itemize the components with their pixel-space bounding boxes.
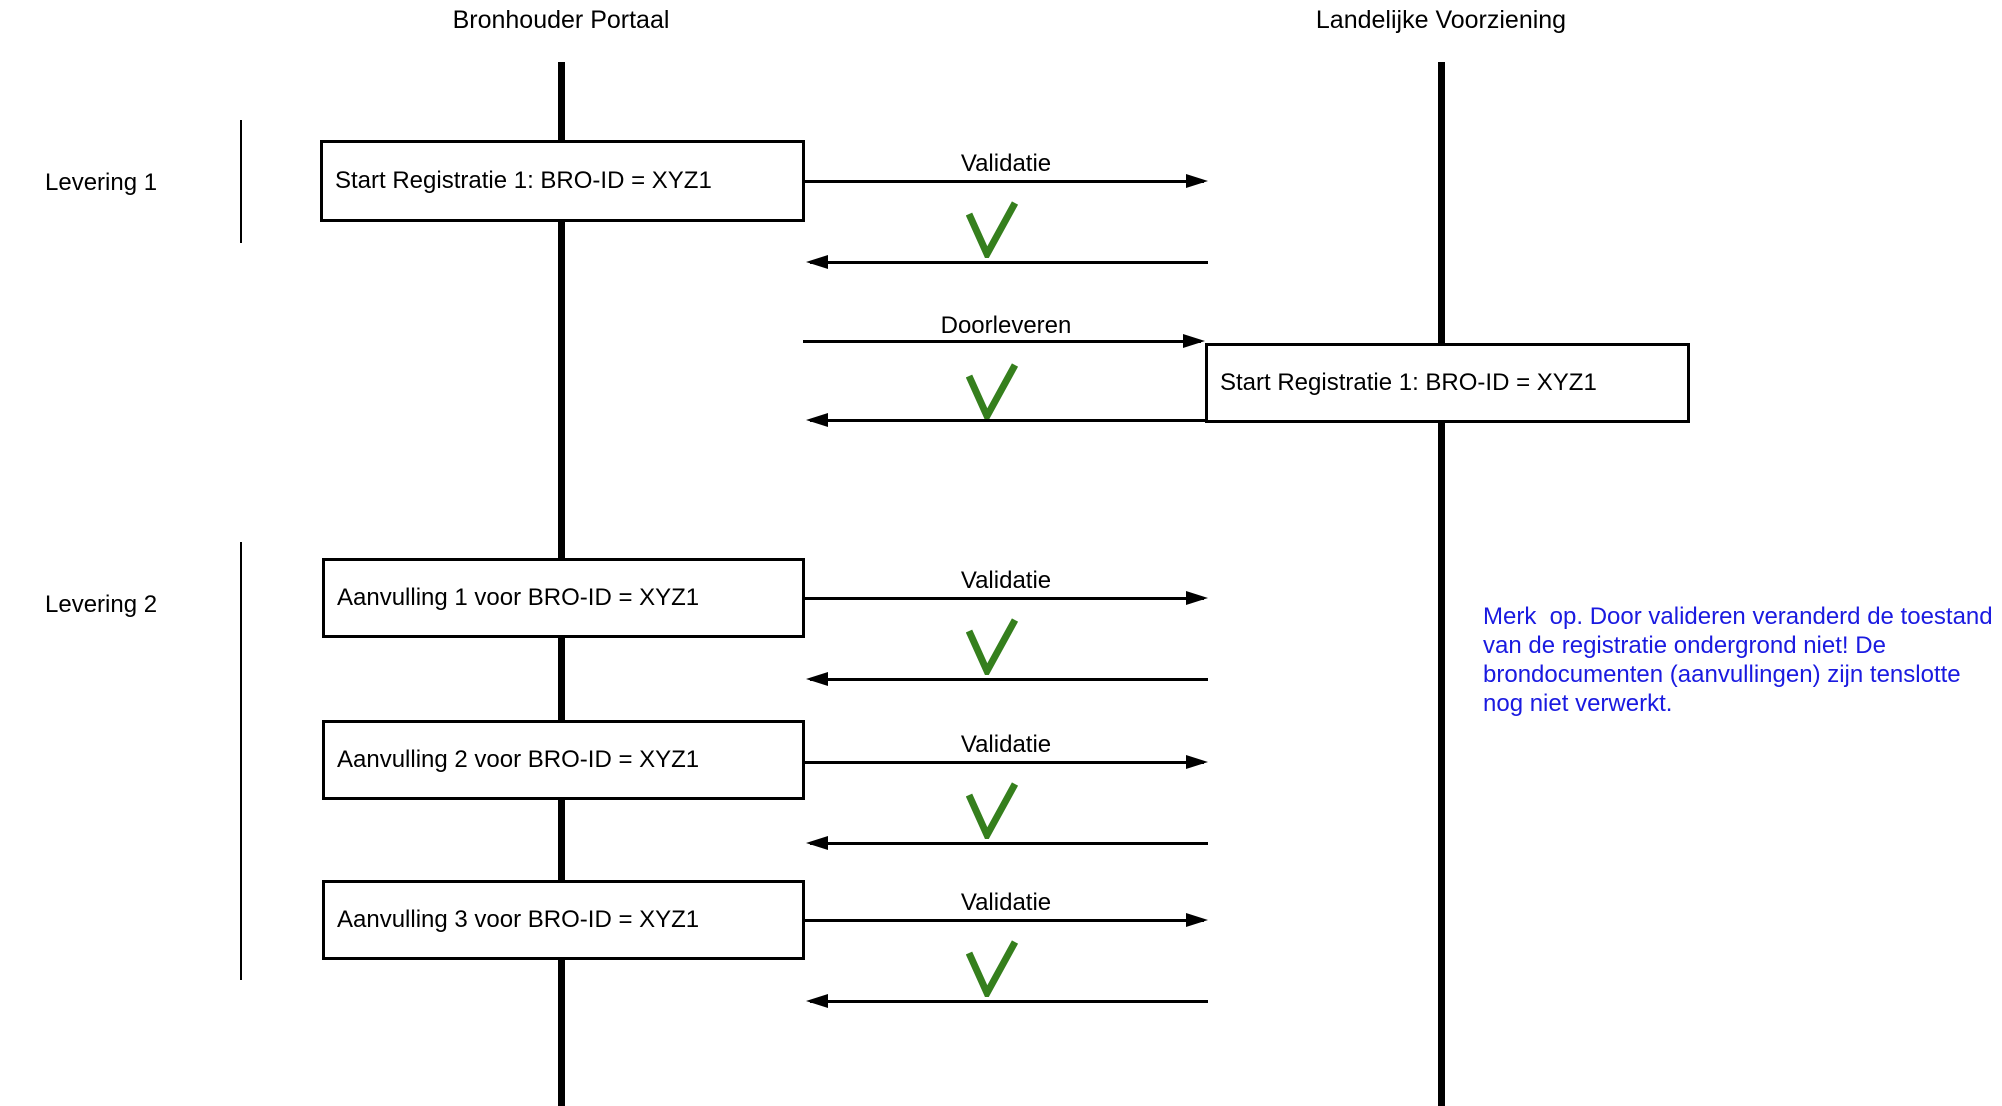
group-label-levering-1: Levering 1 bbox=[45, 169, 158, 196]
arrowhead-right-icon bbox=[1186, 591, 1208, 605]
box-label: Aanvulling 2 voor BRO-ID = XYZ1 bbox=[337, 746, 700, 773]
group-bracket-levering-1 bbox=[240, 120, 242, 243]
arrowhead-right-icon bbox=[1183, 334, 1205, 348]
arrow-shaft bbox=[803, 339, 1201, 343]
arrowhead-left-icon bbox=[806, 994, 828, 1008]
box-start-registratie-landelijke-voorziening: Start Registratie 1: BRO-ID = XYZ1 bbox=[1205, 343, 1690, 423]
check-icon bbox=[966, 200, 1018, 258]
check-icon bbox=[966, 617, 1018, 675]
arrowhead-right-icon bbox=[1186, 174, 1208, 188]
arrow-right-icon bbox=[803, 912, 1208, 928]
message-label-validatie-2: Validatie bbox=[960, 567, 1052, 594]
arrow-right-icon bbox=[803, 754, 1208, 770]
arrowhead-left-icon bbox=[806, 836, 828, 850]
check-icon bbox=[966, 939, 1018, 997]
box-aanvulling-3: Aanvulling 3 voor BRO-ID = XYZ1 bbox=[322, 880, 805, 960]
check-icon bbox=[966, 781, 1018, 839]
annotation-note: Merk op. Door valideren veranderd de toe… bbox=[1483, 603, 2000, 717]
arrow-left-icon bbox=[806, 993, 1208, 1009]
lifeline-landelijke-voorziening bbox=[1438, 62, 1445, 1106]
box-aanvulling-2: Aanvulling 2 voor BRO-ID = XYZ1 bbox=[322, 720, 805, 800]
arrow-shaft bbox=[810, 999, 1208, 1003]
arrowhead-right-icon bbox=[1186, 913, 1208, 927]
box-label: Aanvulling 1 voor BRO-ID = XYZ1 bbox=[337, 584, 700, 611]
arrow-shaft bbox=[810, 677, 1208, 681]
check-icon bbox=[966, 362, 1018, 420]
arrow-shaft bbox=[810, 841, 1208, 845]
arrow-right-icon bbox=[803, 173, 1208, 189]
arrow-shaft bbox=[810, 260, 1208, 264]
box-label: Start Registratie 1: BRO-ID = XYZ1 bbox=[1220, 369, 1597, 396]
arrow-shaft bbox=[803, 918, 1204, 922]
arrow-right-icon bbox=[803, 333, 1205, 349]
arrow-shaft bbox=[803, 179, 1204, 183]
arrow-shaft bbox=[810, 418, 1208, 422]
arrow-left-icon bbox=[806, 254, 1208, 270]
arrowhead-left-icon bbox=[806, 672, 828, 686]
box-start-registratie-bronhouder: Start Registratie 1: BRO-ID = XYZ1 bbox=[320, 140, 805, 222]
arrow-shaft bbox=[803, 596, 1204, 600]
arrow-left-icon bbox=[806, 671, 1208, 687]
actor-title-landelijke-voorziening: Landelijke Voorziening bbox=[1315, 6, 1567, 34]
arrowhead-left-icon bbox=[806, 413, 828, 427]
actor-title-bronhouder-portaal: Bronhouder Portaal bbox=[452, 6, 670, 34]
box-label: Start Registratie 1: BRO-ID = XYZ1 bbox=[335, 167, 712, 194]
arrowhead-right-icon bbox=[1186, 755, 1208, 769]
box-aanvulling-1: Aanvulling 1 voor BRO-ID = XYZ1 bbox=[322, 558, 805, 638]
arrowhead-left-icon bbox=[806, 255, 828, 269]
arrow-left-icon bbox=[806, 412, 1208, 428]
message-label-validatie-4: Validatie bbox=[960, 889, 1052, 916]
group-label-levering-2: Levering 2 bbox=[45, 591, 158, 618]
arrow-shaft bbox=[803, 760, 1204, 764]
message-label-validatie-3: Validatie bbox=[960, 731, 1052, 758]
arrow-right-icon bbox=[803, 590, 1208, 606]
arrow-left-icon bbox=[806, 835, 1208, 851]
group-bracket-levering-2 bbox=[240, 542, 242, 980]
box-label: Aanvulling 3 voor BRO-ID = XYZ1 bbox=[337, 906, 700, 933]
message-label-validatie-1: Validatie bbox=[960, 150, 1052, 177]
message-label-doorleveren: Doorleveren bbox=[940, 312, 1072, 339]
